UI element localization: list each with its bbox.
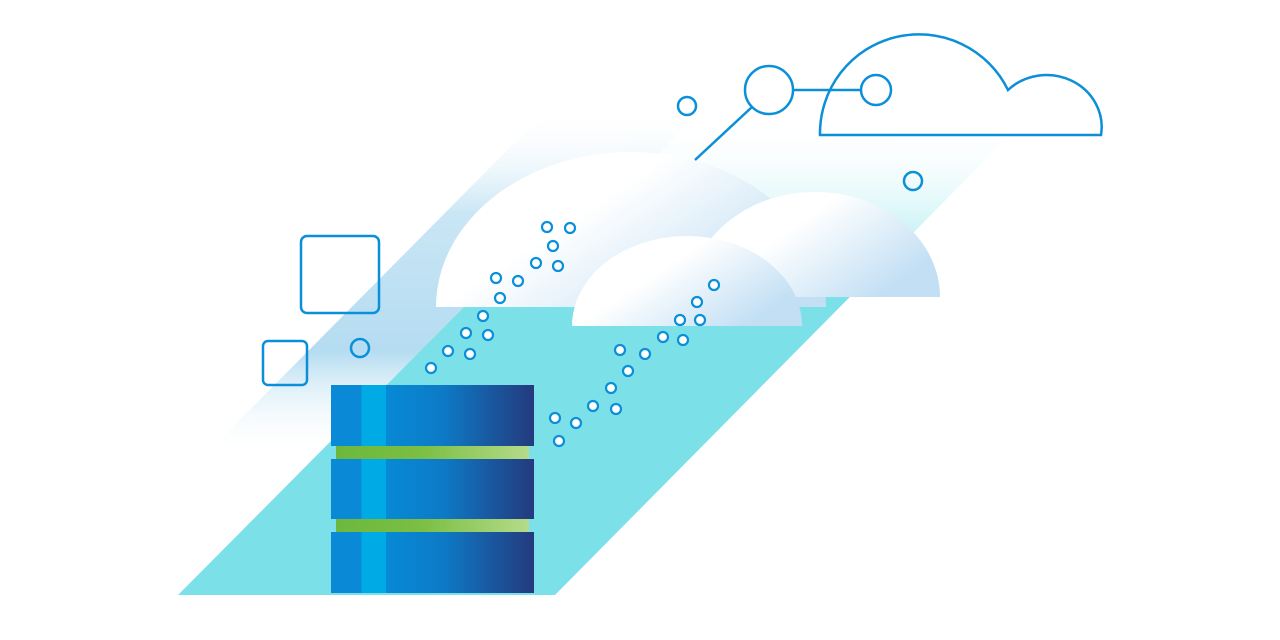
data-particle (476, 309, 490, 323)
data-particle (621, 364, 635, 378)
data-particle (673, 313, 687, 327)
data-particle (690, 295, 704, 309)
data-particle (493, 291, 507, 305)
data-particle (613, 343, 627, 357)
data-particle (540, 220, 554, 234)
circle-icon (676, 95, 698, 117)
circle-icon (902, 170, 924, 192)
data-particle (441, 344, 455, 358)
data-particle (463, 347, 477, 361)
square-outline-icons (261, 234, 381, 387)
server-divider (336, 446, 529, 459)
data-particle (638, 347, 652, 361)
data-particle (563, 221, 577, 235)
server-stack-icon (331, 385, 534, 593)
data-particle (511, 274, 525, 288)
floating-circles (349, 95, 924, 359)
data-particle (546, 239, 560, 253)
square-outline-icon (261, 339, 309, 387)
data-particle (609, 402, 623, 416)
network-node-icon (694, 64, 893, 161)
data-particle (676, 333, 690, 347)
circle-icon (349, 337, 371, 359)
data-particle (529, 256, 543, 270)
data-particle (552, 434, 566, 448)
data-particle (481, 328, 495, 342)
data-particle (489, 271, 503, 285)
square-outline-icon (299, 234, 381, 315)
data-particle (548, 411, 562, 425)
data-particle (707, 278, 721, 292)
data-particle (459, 326, 473, 340)
server-unit (331, 532, 534, 593)
data-particle (693, 313, 707, 327)
data-particle (586, 399, 600, 413)
cloud-outline-icon (818, 33, 1103, 137)
server-divider (336, 519, 529, 532)
data-particle (656, 330, 670, 344)
server-unit (331, 459, 534, 519)
data-particle (551, 259, 565, 273)
server-unit (331, 385, 534, 446)
data-particle (604, 381, 618, 395)
cloud-dome-small (572, 236, 802, 326)
data-particles (424, 220, 721, 448)
data-particle (424, 361, 438, 375)
data-particle (569, 416, 583, 430)
